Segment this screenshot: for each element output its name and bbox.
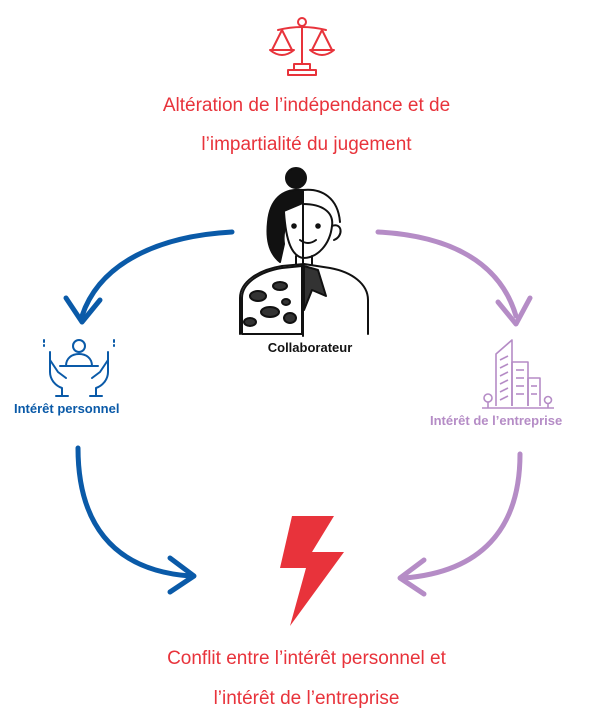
- interet-entreprise-label: Intérêt de l’entreprise: [430, 413, 563, 428]
- collaborateur-label: Collaborateur: [267, 340, 353, 355]
- bottom-caption-line-2: l’intérêt de l’entreprise: [213, 688, 400, 709]
- top-caption-line-1: Altération de l’indépendance et de: [162, 95, 451, 116]
- lightning-icon: [280, 516, 344, 626]
- hands-person-icon: [43, 339, 115, 397]
- arrow-collab-to-personnel: [63, 229, 235, 325]
- scales-icon: [269, 17, 335, 76]
- bottom-caption-line-1: Conflit entre l’intérêt personnel et: [167, 648, 446, 669]
- arrow-entreprise-to-conflit: [397, 451, 523, 597]
- top-caption-line-2: l’impartialité du jugement: [201, 134, 412, 155]
- interet-personnel-label: Intérêt personnel: [14, 401, 120, 416]
- person-icon: [239, 167, 369, 337]
- arrow-collab-to-entreprise: [375, 229, 533, 327]
- arrow-personnel-to-conflit: [75, 445, 197, 595]
- buildings-icon: [482, 339, 554, 409]
